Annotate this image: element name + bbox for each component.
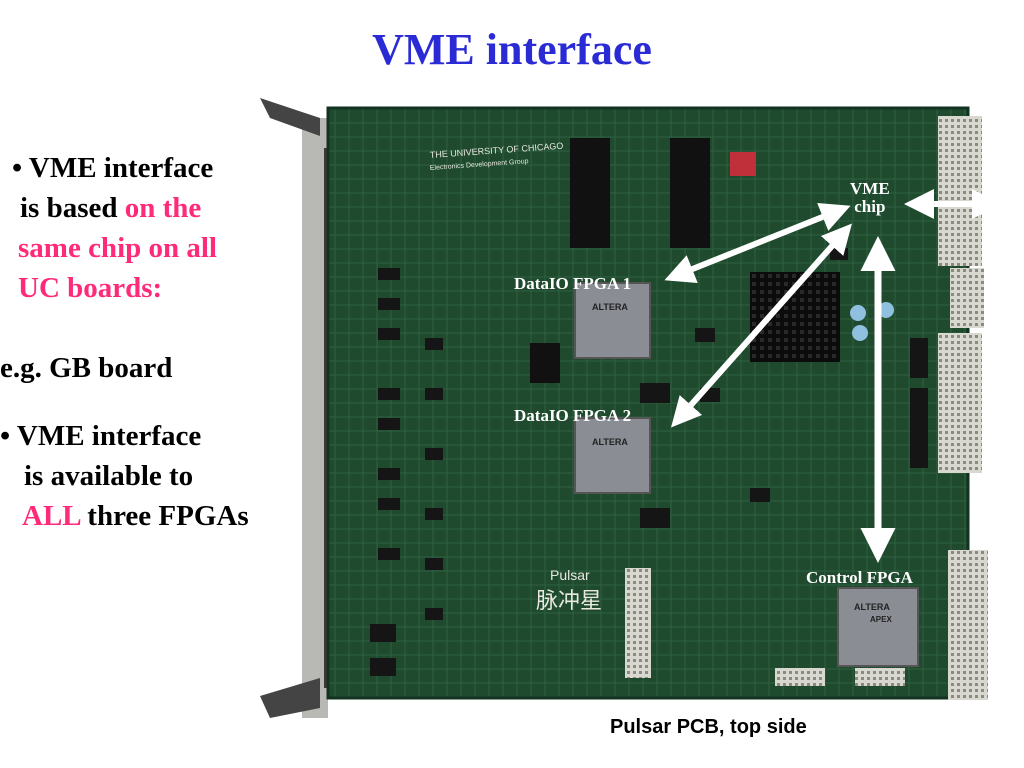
vme-chip-label: VME chip — [850, 180, 890, 216]
silk-pulsar-cn: 脉冲星 — [536, 589, 602, 614]
dataio-fpga-2-label: DataIO FPGA 2 — [514, 406, 632, 425]
bullet-1-text: is based — [20, 192, 125, 224]
vme-chip-label-line-2: chip — [854, 197, 886, 216]
bullet-2-line-3: ALL three FPGAs — [12, 496, 312, 536]
control-fpga-label: Control FPGA — [806, 568, 913, 587]
bullet-1-line-2: is based on the — [12, 188, 312, 228]
bottom-connector-2 — [855, 668, 905, 686]
dataio-fpga-1-chip: ALTERA — [574, 282, 651, 359]
bullet-1-line-4: UC boards: — [18, 272, 163, 304]
bottom-connector-1 — [775, 668, 825, 686]
bullet-1-highlight: on the — [124, 192, 202, 224]
bullet-1-line-3: same chip on all — [18, 232, 217, 264]
front-panel — [302, 118, 328, 718]
control-fpga-apex: APEX — [870, 615, 892, 624]
example-text: e.g. GB board — [0, 352, 173, 384]
dsub-connector — [625, 568, 651, 678]
bottom-ejector-handle — [260, 678, 320, 718]
header-connector-1 — [570, 138, 610, 248]
backplane-connector-3 — [938, 333, 982, 473]
dataio-fpga-2-logo: ALTERA — [592, 437, 628, 447]
image-caption: Pulsar PCB, top side — [610, 716, 807, 738]
dip-switch — [730, 152, 756, 176]
backplane-connector-1 — [938, 116, 982, 266]
bullet-2-line-2: is available to — [24, 460, 194, 492]
bullet-list: • VME interface is based on the same chi… — [0, 148, 312, 536]
relay — [530, 343, 560, 383]
header-connector-2 — [670, 138, 710, 248]
bullet-2-highlight: ALL — [22, 500, 81, 532]
dataio-fpga-2-chip: ALTERA — [574, 417, 651, 494]
vme-chip-label-line-1: VME — [850, 179, 890, 198]
top-ejector-handle — [260, 98, 320, 136]
pcb-photo: THE UNIVERSITY OF CHICAGO Electronics De… — [230, 88, 1024, 748]
control-fpga-logo: ALTERA — [854, 602, 890, 612]
backplane-connector-2 — [950, 268, 984, 328]
arrow-dataio2-vme — [671, 223, 852, 428]
bullet-2-text: three FPGAs — [80, 500, 249, 532]
control-fpga-chip: ALTERA APEX — [837, 587, 919, 667]
bullet-2-line-1: • VME interface — [0, 420, 202, 452]
dataio-fpga-1-logo: ALTERA — [592, 302, 628, 312]
dataio-fpga-1-label: DataIO FPGA 1 — [514, 274, 632, 293]
capacitor — [850, 305, 866, 321]
pcb-illustration: THE UNIVERSITY OF CHICAGO Electronics De… — [260, 98, 1002, 718]
silk-pulsar: Pulsar — [550, 567, 590, 583]
slide-title: VME interface — [372, 25, 652, 74]
backplane-connector-4 — [948, 550, 988, 700]
capacitor — [852, 325, 868, 341]
bullet-1-line-1: • VME interface — [12, 152, 214, 184]
